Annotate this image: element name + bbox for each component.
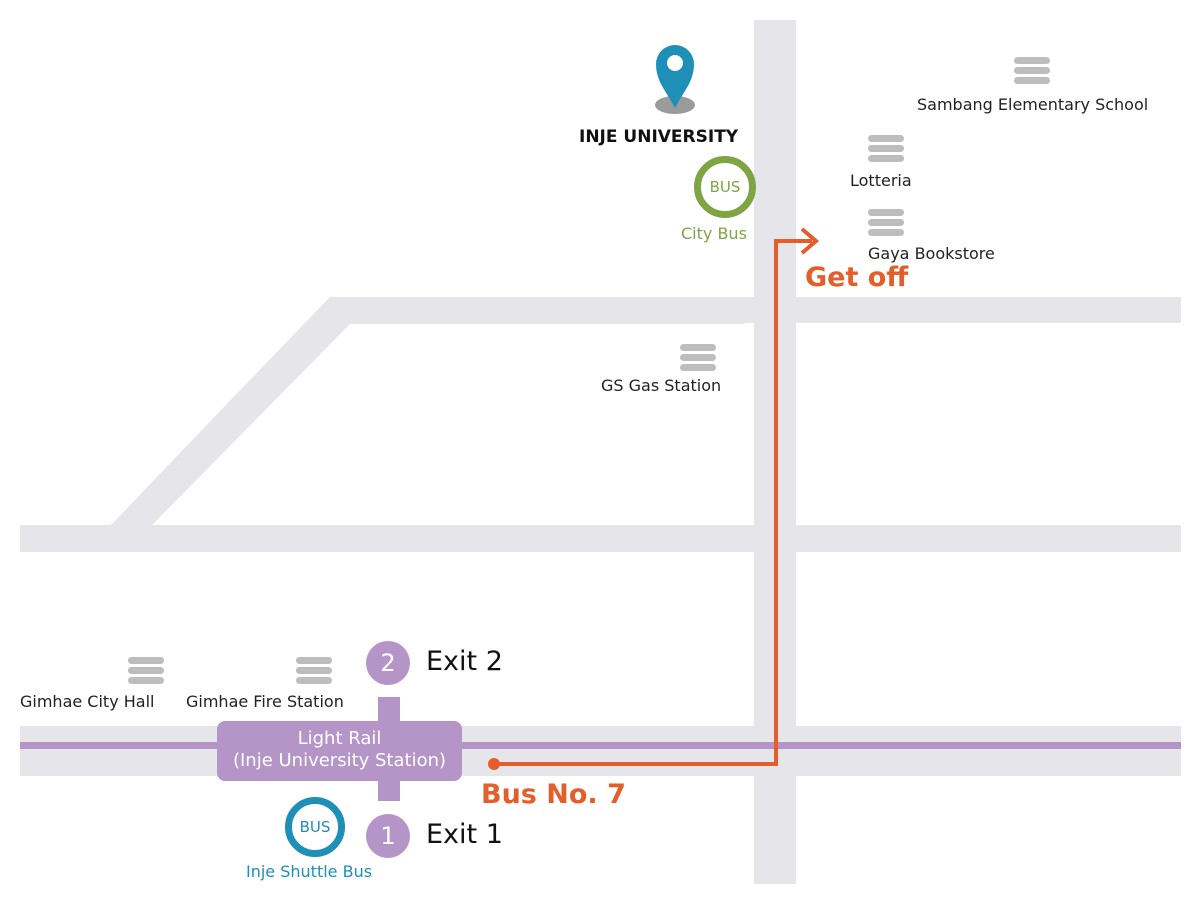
sambang-icon — [1014, 57, 1050, 84]
station-box — [217, 721, 462, 781]
route-start-dot — [488, 758, 500, 770]
lotteria-icon — [868, 135, 904, 162]
location-pin-icon — [655, 45, 695, 114]
station-name-line1: Light Rail — [297, 728, 382, 749]
station-name-line2: (Inje University Station) — [232, 750, 447, 771]
exit-2-label: Exit 2 — [426, 646, 503, 677]
city-hall-label: Gimhae City Hall — [20, 692, 155, 711]
gaya-bookstore-icon — [868, 209, 904, 236]
shuttle-bus-label: Inje Shuttle Bus — [246, 862, 373, 881]
exit-2-badge: 2 — [366, 641, 410, 685]
exit-1-badge: 1 — [366, 814, 410, 858]
bus-route — [494, 227, 820, 766]
fire-station-label: Gimhae Fire Station — [186, 692, 344, 711]
fire-station-icon — [296, 657, 332, 684]
get-off-label: Get off — [805, 262, 909, 293]
gaya-bookstore-label: Gaya Bookstore — [868, 244, 995, 263]
sambang-label: Sambang Elementary School — [917, 95, 1149, 114]
university-label: INJE UNIVERSITY — [579, 127, 739, 147]
lotteria-label: Lotteria — [850, 171, 912, 190]
city-bus-badge: BUS — [694, 156, 756, 218]
city-hall-icon — [128, 657, 164, 684]
shuttle-bus-badge: BUS — [285, 797, 345, 857]
gs-gas-station-icon — [680, 344, 716, 371]
landmark-icons — [128, 57, 1050, 684]
bus-no-7-label: Bus No. 7 — [481, 779, 626, 810]
city-bus-label: City Bus — [681, 224, 747, 243]
gs-gas-station-label: GS Gas Station — [601, 376, 722, 395]
light-rail-line — [20, 742, 1181, 749]
exit-1-label: Exit 1 — [426, 819, 503, 850]
